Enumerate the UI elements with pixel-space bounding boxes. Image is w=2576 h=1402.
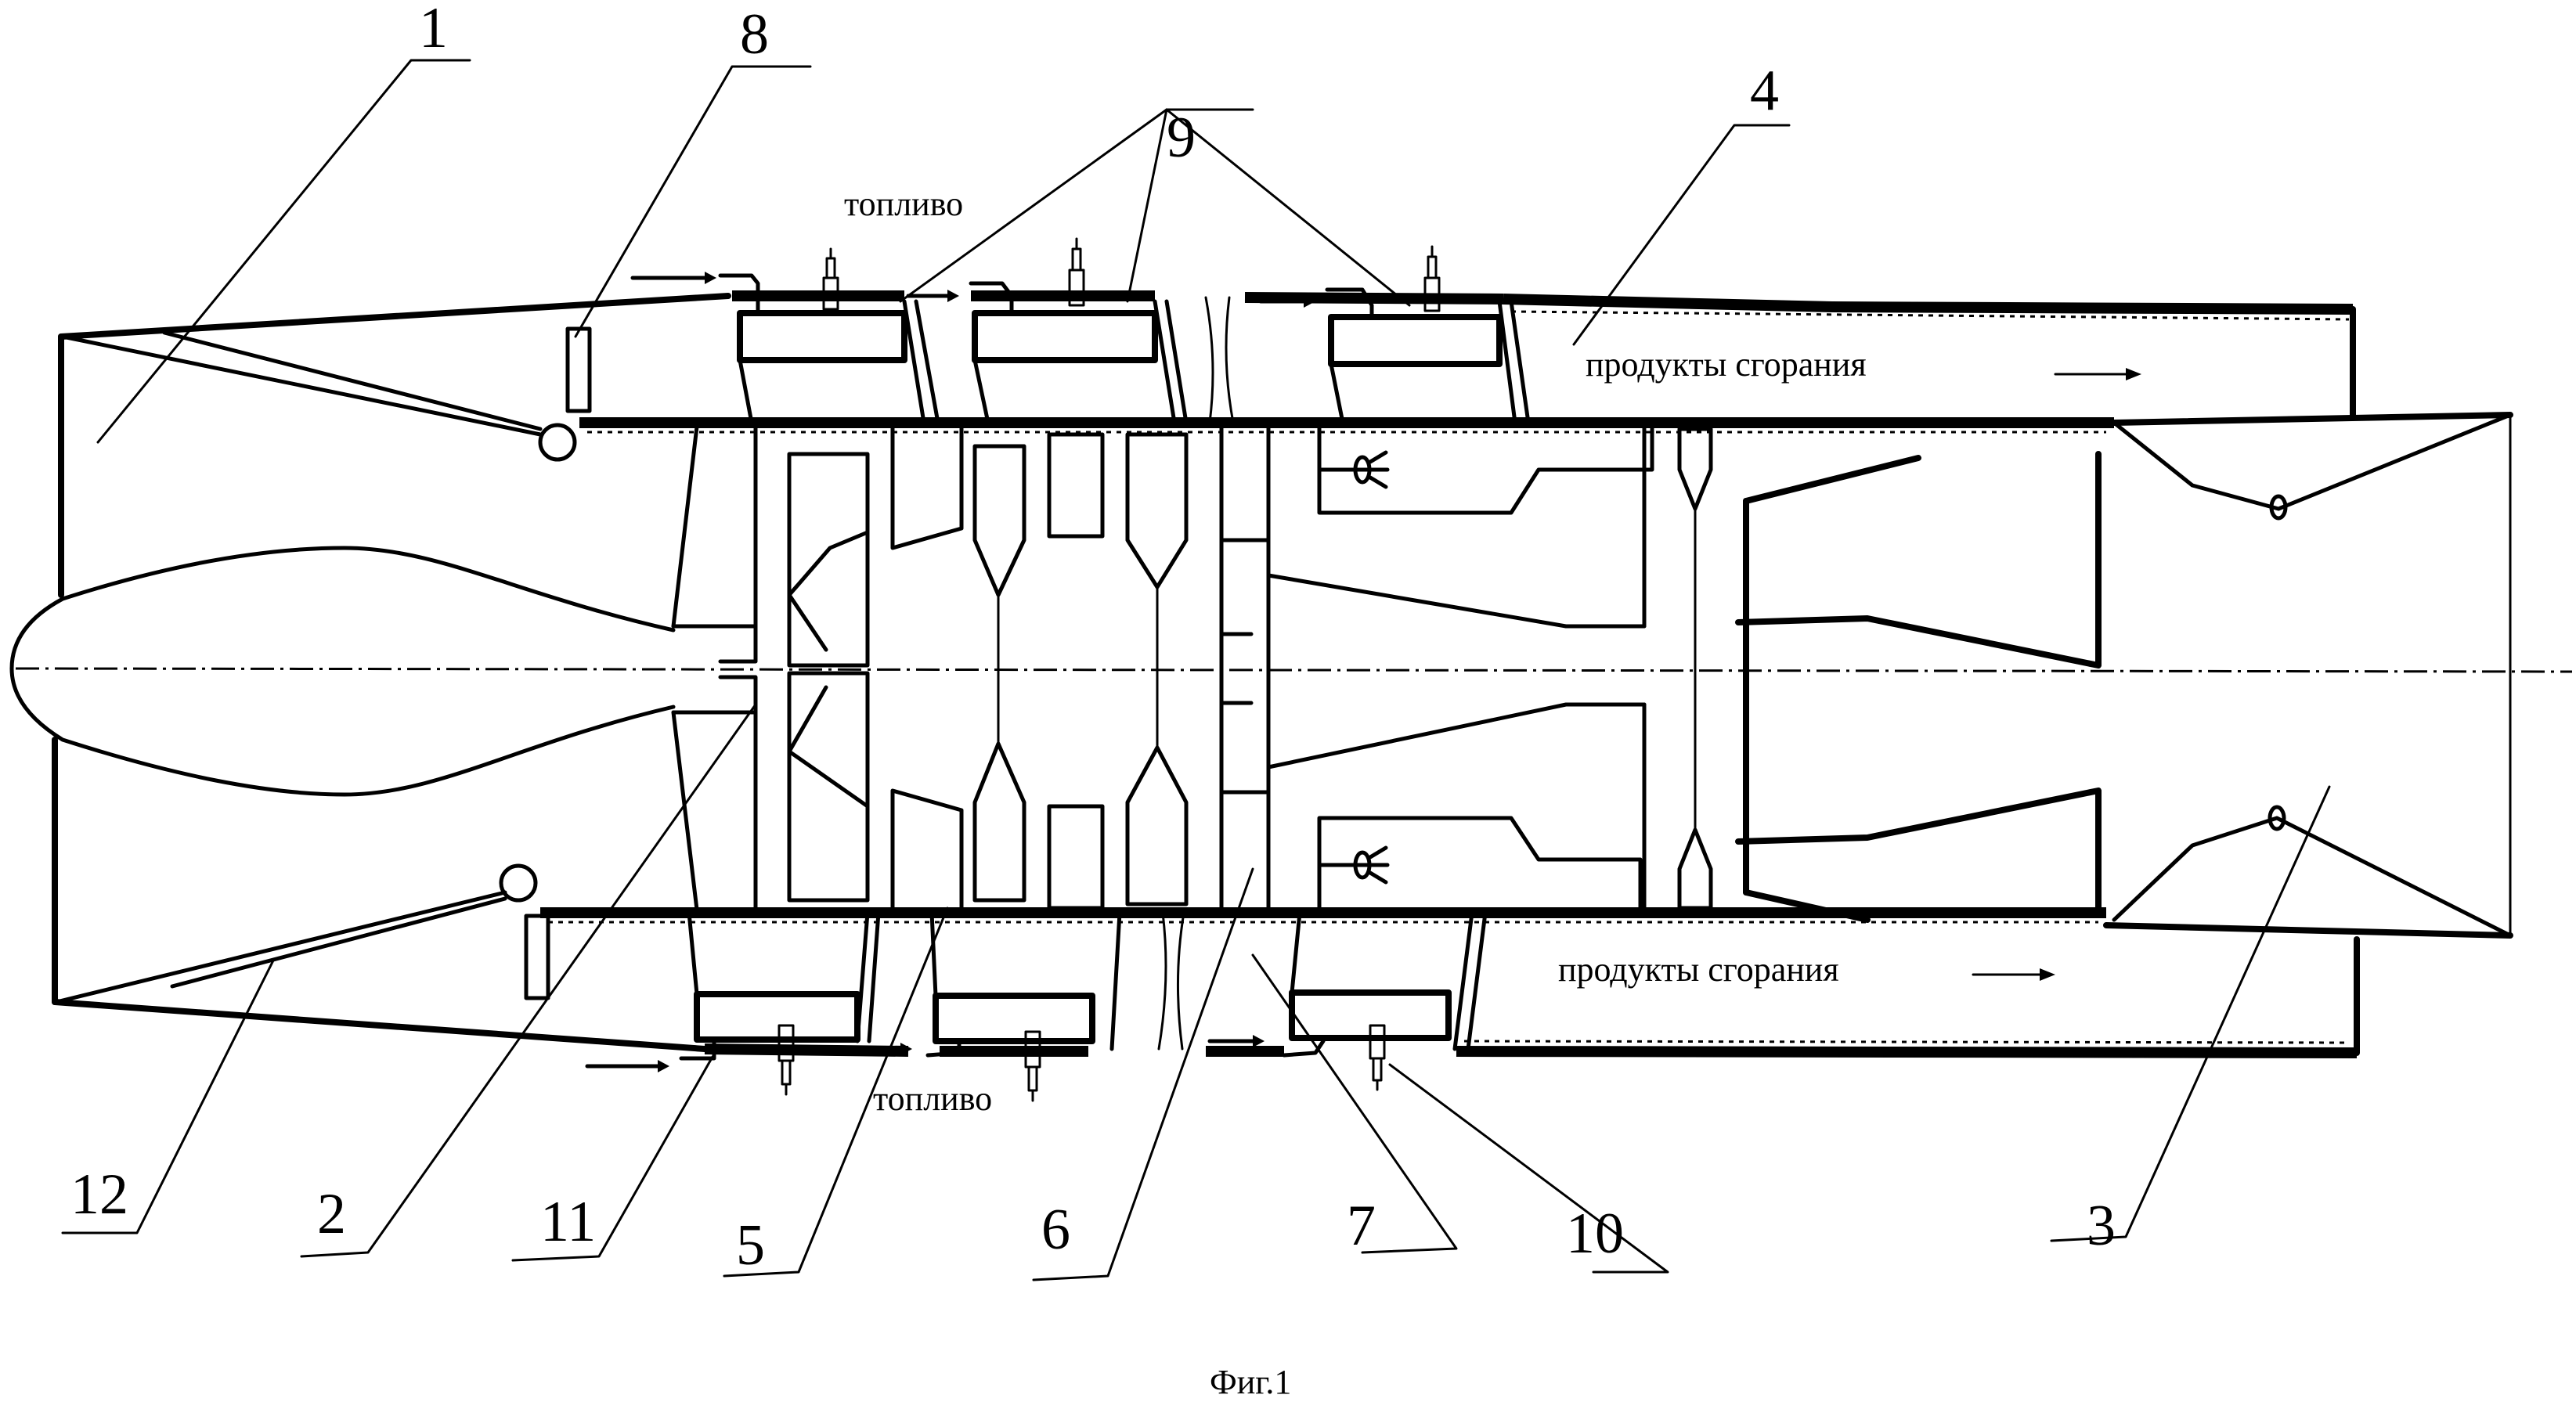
nose-cone: [9, 546, 676, 797]
spark-plug-bottom-1: [777, 1024, 795, 1096]
nozzle-hinge-bottom-icon: [2268, 805, 2286, 831]
outer-casing-top: [732, 290, 2356, 418]
combustion-chamber-bottom-3: [1289, 910, 1488, 1051]
fuel-label-bottom: топливо: [873, 1079, 992, 1118]
callout-number: 6: [1041, 1198, 1070, 1262]
figure-caption: Фиг.1: [1210, 1363, 1291, 1401]
callout-number: 5: [736, 1213, 765, 1278]
arrow-right-icon: [1253, 1035, 1265, 1047]
break-line-bottom: [1157, 911, 1185, 1051]
nozzle-hinge-top-icon: [2269, 494, 2288, 521]
arrow-right-icon: [1304, 295, 1315, 308]
sensor-8-bottom: [524, 914, 550, 1000]
spark-plug-top-2: [1068, 237, 1085, 307]
exhaust-arrow-bottom-icon: [1972, 968, 2055, 981]
callout-11: 11: [511, 1055, 714, 1262]
arrow-right-icon: [658, 1060, 669, 1072]
exhaust-arrow-top-icon: [2054, 368, 2141, 380]
callout-number: 9: [1167, 106, 1196, 170]
callout-number: 1: [419, 0, 448, 60]
arrow-right-icon: [705, 272, 716, 284]
callout-9: 9: [899, 106, 1411, 307]
inlet-flap-bottom: [54, 863, 538, 1004]
turbine: [1266, 424, 1713, 912]
fuel-inlet-bottom: [585, 1035, 1326, 1072]
spark-plug-bottom-3: [1369, 1024, 1386, 1091]
spark-plug-top-3: [1423, 245, 1441, 312]
fuel-label-top: топливо: [844, 185, 963, 223]
spark-plug-bottom-2: [1024, 1030, 1041, 1102]
combustion-chamber-top-3: [1328, 299, 1531, 425]
callout-number: 4: [1750, 59, 1779, 123]
inlet-casing: [52, 293, 731, 1052]
combustion-chamber-bottom-1: [687, 910, 881, 1043]
callout-8: 8: [574, 2, 812, 338]
combustion-chamber-top-1: [737, 299, 940, 425]
inlet-flap-top: [60, 330, 577, 462]
callout-4: 4: [1572, 59, 1791, 346]
combustion-chamber-top-2: [972, 299, 1189, 425]
callout-number: 2: [317, 1182, 346, 1246]
arrow-right-icon: [900, 1043, 912, 1055]
fuel-inlet-top: [630, 272, 1374, 319]
arrow-right-icon: [947, 290, 959, 302]
inner-casing-top: [579, 412, 2513, 434]
callout-12: 12: [61, 957, 276, 1234]
exhaust-label-top: продукты сгорания: [1586, 345, 1867, 384]
flap-hinge-top-icon: [538, 423, 577, 462]
callout-number: 11: [540, 1190, 596, 1254]
break-line-top: [1204, 296, 1235, 424]
flap-hinge-bottom-icon: [499, 863, 538, 903]
afterburner-nozzle: [1735, 413, 2513, 938]
callout-number: 10: [1566, 1202, 1624, 1266]
callout-1: 1: [96, 0, 471, 444]
callout-number: 8: [740, 2, 769, 67]
callout-3: 3: [2050, 785, 2331, 1258]
injector-bottom-icon: [1317, 845, 1390, 885]
callout-number: 3: [2087, 1194, 2116, 1258]
callout-number: 7: [1347, 1194, 1376, 1258]
injector-top-icon: [1317, 450, 1390, 489]
inner-casing-bottom: [540, 907, 2513, 939]
callout-7: 7: [1251, 953, 1458, 1258]
exhaust-label-bottom: продукты сгорания: [1558, 950, 1839, 989]
callout-6: 6: [1032, 867, 1254, 1281]
callout-5: 5: [723, 906, 949, 1278]
callout-10: 10: [1388, 1063, 1669, 1274]
sensor-8-top: [565, 326, 592, 413]
spark-plug-top-1: [822, 247, 839, 311]
callout-number: 12: [70, 1162, 128, 1227]
callout-2: 2: [300, 703, 757, 1258]
engine-centerline: [15, 667, 2573, 673]
compressor: [671, 424, 1271, 912]
combustion-chamber-bottom-2: [929, 910, 1122, 1051]
